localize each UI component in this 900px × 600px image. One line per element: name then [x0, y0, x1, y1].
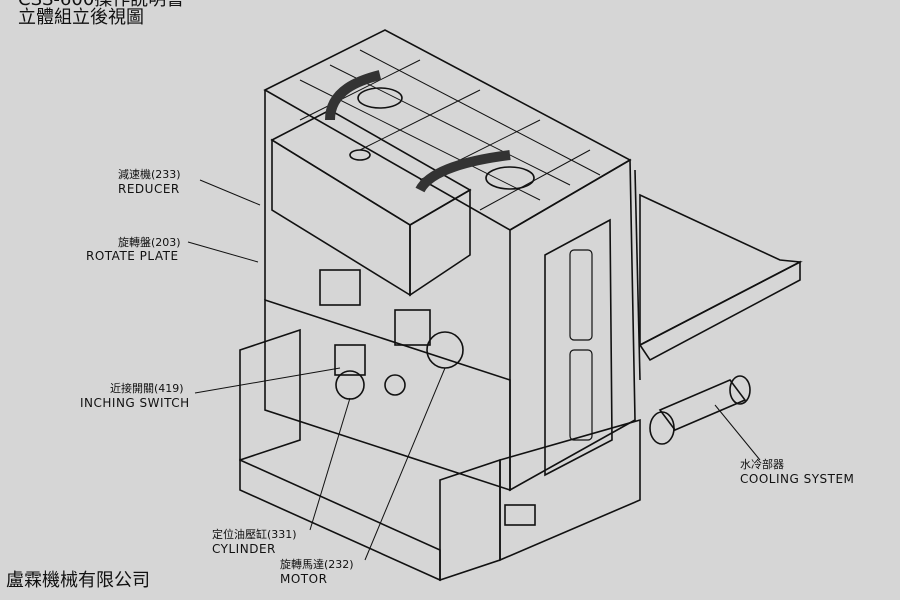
callout-motor-zh: 旋轉馬達(232) [280, 558, 354, 571]
callout-cooling-zh: 水冷部器 [740, 458, 784, 471]
extension-table [634, 169, 803, 381]
vent-slots [569, 249, 593, 441]
callout-cylinder-zh: 定位油壓缸(331) [212, 528, 297, 541]
view-title: 立體組立後視圖 [18, 7, 144, 28]
company-name: 盧霖機械有限公司 [6, 570, 150, 591]
top-grid [299, 49, 601, 211]
callout-cylinder-en: CYLINDER [212, 542, 276, 556]
cooling-unit [649, 375, 751, 445]
callout-reducer-en: REDUCER [118, 182, 180, 196]
reducer-tank [270, 70, 535, 297]
callout-motor-en: MOTOR [280, 572, 328, 586]
callout-rotate-plate-en: ROTATE PLATE [86, 249, 179, 263]
document-title-partial: CSS-600操作說明書 [18, 0, 184, 10]
callout-inching-switch-en: INCHING SWITCH [80, 396, 190, 410]
callout-reducer-zh: 減速機(233) [118, 168, 181, 181]
callout-inching-switch-zh: 近接開關(419) [110, 382, 184, 395]
leader-lines [187, 179, 761, 561]
callout-cooling-en: COOLING SYSTEM [740, 472, 855, 486]
drive-assembly [319, 269, 464, 400]
main-body [263, 29, 636, 492]
callout-rotate-plate-zh: 旋轉盤(203) [118, 236, 181, 249]
base-frame [239, 328, 641, 582]
